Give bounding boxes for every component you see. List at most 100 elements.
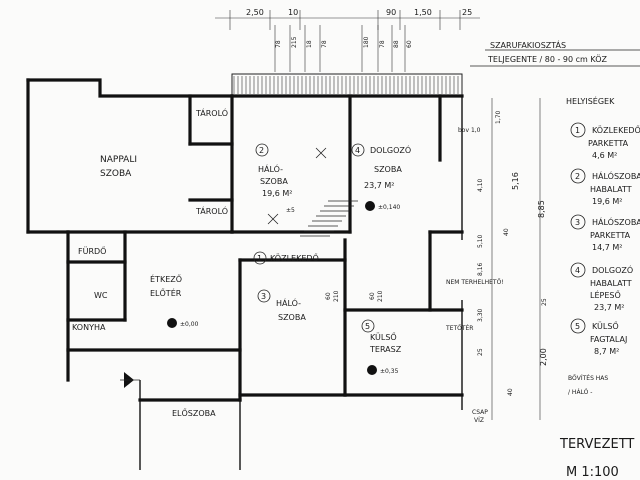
room-3-marker — [257, 289, 271, 303]
legend-4-line-3: LÉPESŐ — [590, 289, 621, 300]
furdo-label: FÜRDŐ — [78, 246, 106, 256]
entry-arrow-icon — [120, 372, 140, 388]
room-2-marker — [255, 143, 269, 157]
room-labels: NAPPALI SZOBA TÁROLÓ TÁROLÓ 2 HÁLÓ- SZOB… — [72, 107, 504, 424]
level-marker-dolgozo — [365, 201, 375, 211]
roof-note-line-2: TELJEGENTE / 80 - 90 cm KÖZ — [487, 54, 607, 64]
halo-level: ±5 — [286, 207, 295, 214]
room-4-marker — [351, 143, 365, 157]
door-dim-3: 60 — [369, 292, 376, 300]
legend-4-number: 4 — [575, 266, 580, 275]
top-dim-2: 10 — [288, 8, 298, 17]
title-line-1: TERVEZETT — [559, 437, 634, 452]
legend-1-area: 4,6 M² — [592, 151, 617, 160]
right-dim-5: 25 — [541, 298, 548, 306]
bov-label: bov 1,0 — [458, 127, 481, 134]
top-dim-5: 25 — [462, 8, 472, 17]
legend-note-1: BŐVÍTÉS HAS — [568, 374, 608, 382]
legend-2-area: 19,6 M² — [592, 197, 622, 206]
dolgozo-label-1: DOLGOZÓ — [370, 144, 411, 155]
top-dimension-line: 2,50 10 90 1,50 25 — [215, 8, 480, 30]
side-dim-5: 25 — [477, 348, 484, 356]
legend-3-area: 14,7 M² — [592, 243, 622, 252]
etkezo-label-1: ÉTKEZŐ — [150, 273, 182, 284]
kulso-label-1: KÜLSŐ — [370, 332, 397, 342]
legend-1-number: 1 — [575, 126, 580, 135]
vdim-6: 78 — [379, 40, 386, 48]
right-dimension-column: 1,70 40 5,16 8,85 25 2,00 40 — [491, 98, 548, 420]
legend-title: HELYISÉGEK — [566, 95, 615, 106]
nappali-label-2: SZOBA — [100, 169, 132, 179]
nappali-label-1: NAPPALI — [100, 155, 137, 165]
kozlekedo-label: KÖZLEKEDŐ — [270, 253, 319, 263]
viz-label: VÍZ — [474, 417, 484, 424]
tarolo-bottom-label: TÁROLÓ — [195, 205, 228, 216]
right-dim-4: 8,85 — [537, 200, 546, 218]
light-fixture-icon — [267, 147, 327, 225]
legend-3-number: 3 — [575, 218, 580, 227]
csap-label: CSAP — [472, 409, 488, 416]
kulso-level: ±0,35 — [380, 368, 399, 375]
vdim-5: 180 — [363, 36, 370, 48]
kozlekedo-number: 1 — [257, 254, 262, 263]
door-dim-4: 210 — [377, 290, 384, 302]
kulso-number: 5 — [365, 322, 370, 331]
level-marker-etkezo — [167, 318, 177, 328]
legend-4-line-2: HABALATT — [590, 279, 632, 288]
top-vertical-dims: 78 215 18 78 180 78 88 60 — [274, 25, 413, 72]
side-dim-2: 5,10 — [477, 234, 484, 248]
right-dim-1: 1,70 — [495, 110, 502, 124]
side-dim-1: 4,10 — [477, 178, 484, 192]
legend-3-marker — [570, 214, 586, 230]
halo2-area: 19,6 M² — [262, 189, 292, 198]
legend-4-area: 23,7 M² — [594, 303, 624, 312]
legend-1-marker — [570, 122, 586, 138]
roof-note: SZARUFAKIOSZTÁS TELJEGENTE / 80 - 90 cm … — [470, 39, 640, 67]
right-dim-3: 5,16 — [511, 172, 520, 190]
dolgozo-area: 23,7 M² — [364, 181, 394, 190]
legend-5-line-2: FAGTALAJ — [590, 335, 627, 344]
legend-5-marker — [570, 318, 586, 334]
staircase — [300, 200, 358, 237]
halo3-number: 3 — [261, 292, 266, 301]
vdim-3: 18 — [306, 40, 313, 48]
kulso-label-2: TERASZ — [369, 345, 402, 354]
top-dim-1: 2,50 — [246, 8, 264, 17]
legend-3-line-1: HÁLÓSZOBA — [592, 216, 640, 227]
top-dim-3: 90 — [386, 8, 396, 17]
door-dim-1: 60 — [325, 292, 332, 300]
legend-note-2: / HÁLÓ - — [568, 389, 592, 396]
walls — [26, 78, 464, 470]
konyha-label: KONYHA — [72, 323, 106, 332]
right-dim-2: 40 — [503, 228, 510, 236]
dolgozo-label-2: SZOBA — [374, 165, 402, 174]
room-legend: HELYISÉGEK 1 KÖZLEKEDŐ PARKETTA 4,6 M² 2… — [566, 95, 640, 396]
vdim-2: 215 — [291, 36, 298, 48]
roof-strip — [231, 73, 463, 97]
side-dim-4: 3,30 — [477, 308, 484, 322]
dolgozo-number: 4 — [355, 146, 360, 155]
nem-terhelheto-label: NEM TERHELHETŐ! — [446, 279, 504, 286]
level-marker-kulso — [367, 365, 377, 375]
right-dim-6: 2,00 — [539, 348, 548, 366]
room-5-marker — [361, 319, 375, 333]
legend-2-marker — [570, 168, 586, 184]
door-dim-2: 210 — [333, 290, 340, 302]
side-dim-3: 8,16 — [477, 262, 484, 276]
roof-note-line-1: SZARUFAKIOSZTÁS — [490, 39, 566, 50]
legend-2-number: 2 — [575, 172, 580, 181]
legend-3-line-2: PARKETTA — [590, 231, 631, 240]
tetoter-label: TETŐTÉR — [445, 324, 473, 332]
tarolo-top-label: TÁROLÓ — [195, 107, 228, 118]
eloszoba-label: ELŐSZOBA — [172, 408, 216, 418]
top-dim-4: 1,50 — [414, 8, 432, 17]
vdim-1: 78 — [275, 40, 282, 48]
halo2-number: 2 — [259, 146, 264, 155]
drawing-title: TERVEZETT M 1:100 — [559, 437, 634, 480]
legend-5-area: 8,7 M² — [594, 347, 619, 356]
halo3-label-1: HÁLÓ- — [276, 297, 301, 308]
vdim-4: 78 — [321, 40, 328, 48]
halo2-label-2: SZOBA — [260, 177, 288, 186]
